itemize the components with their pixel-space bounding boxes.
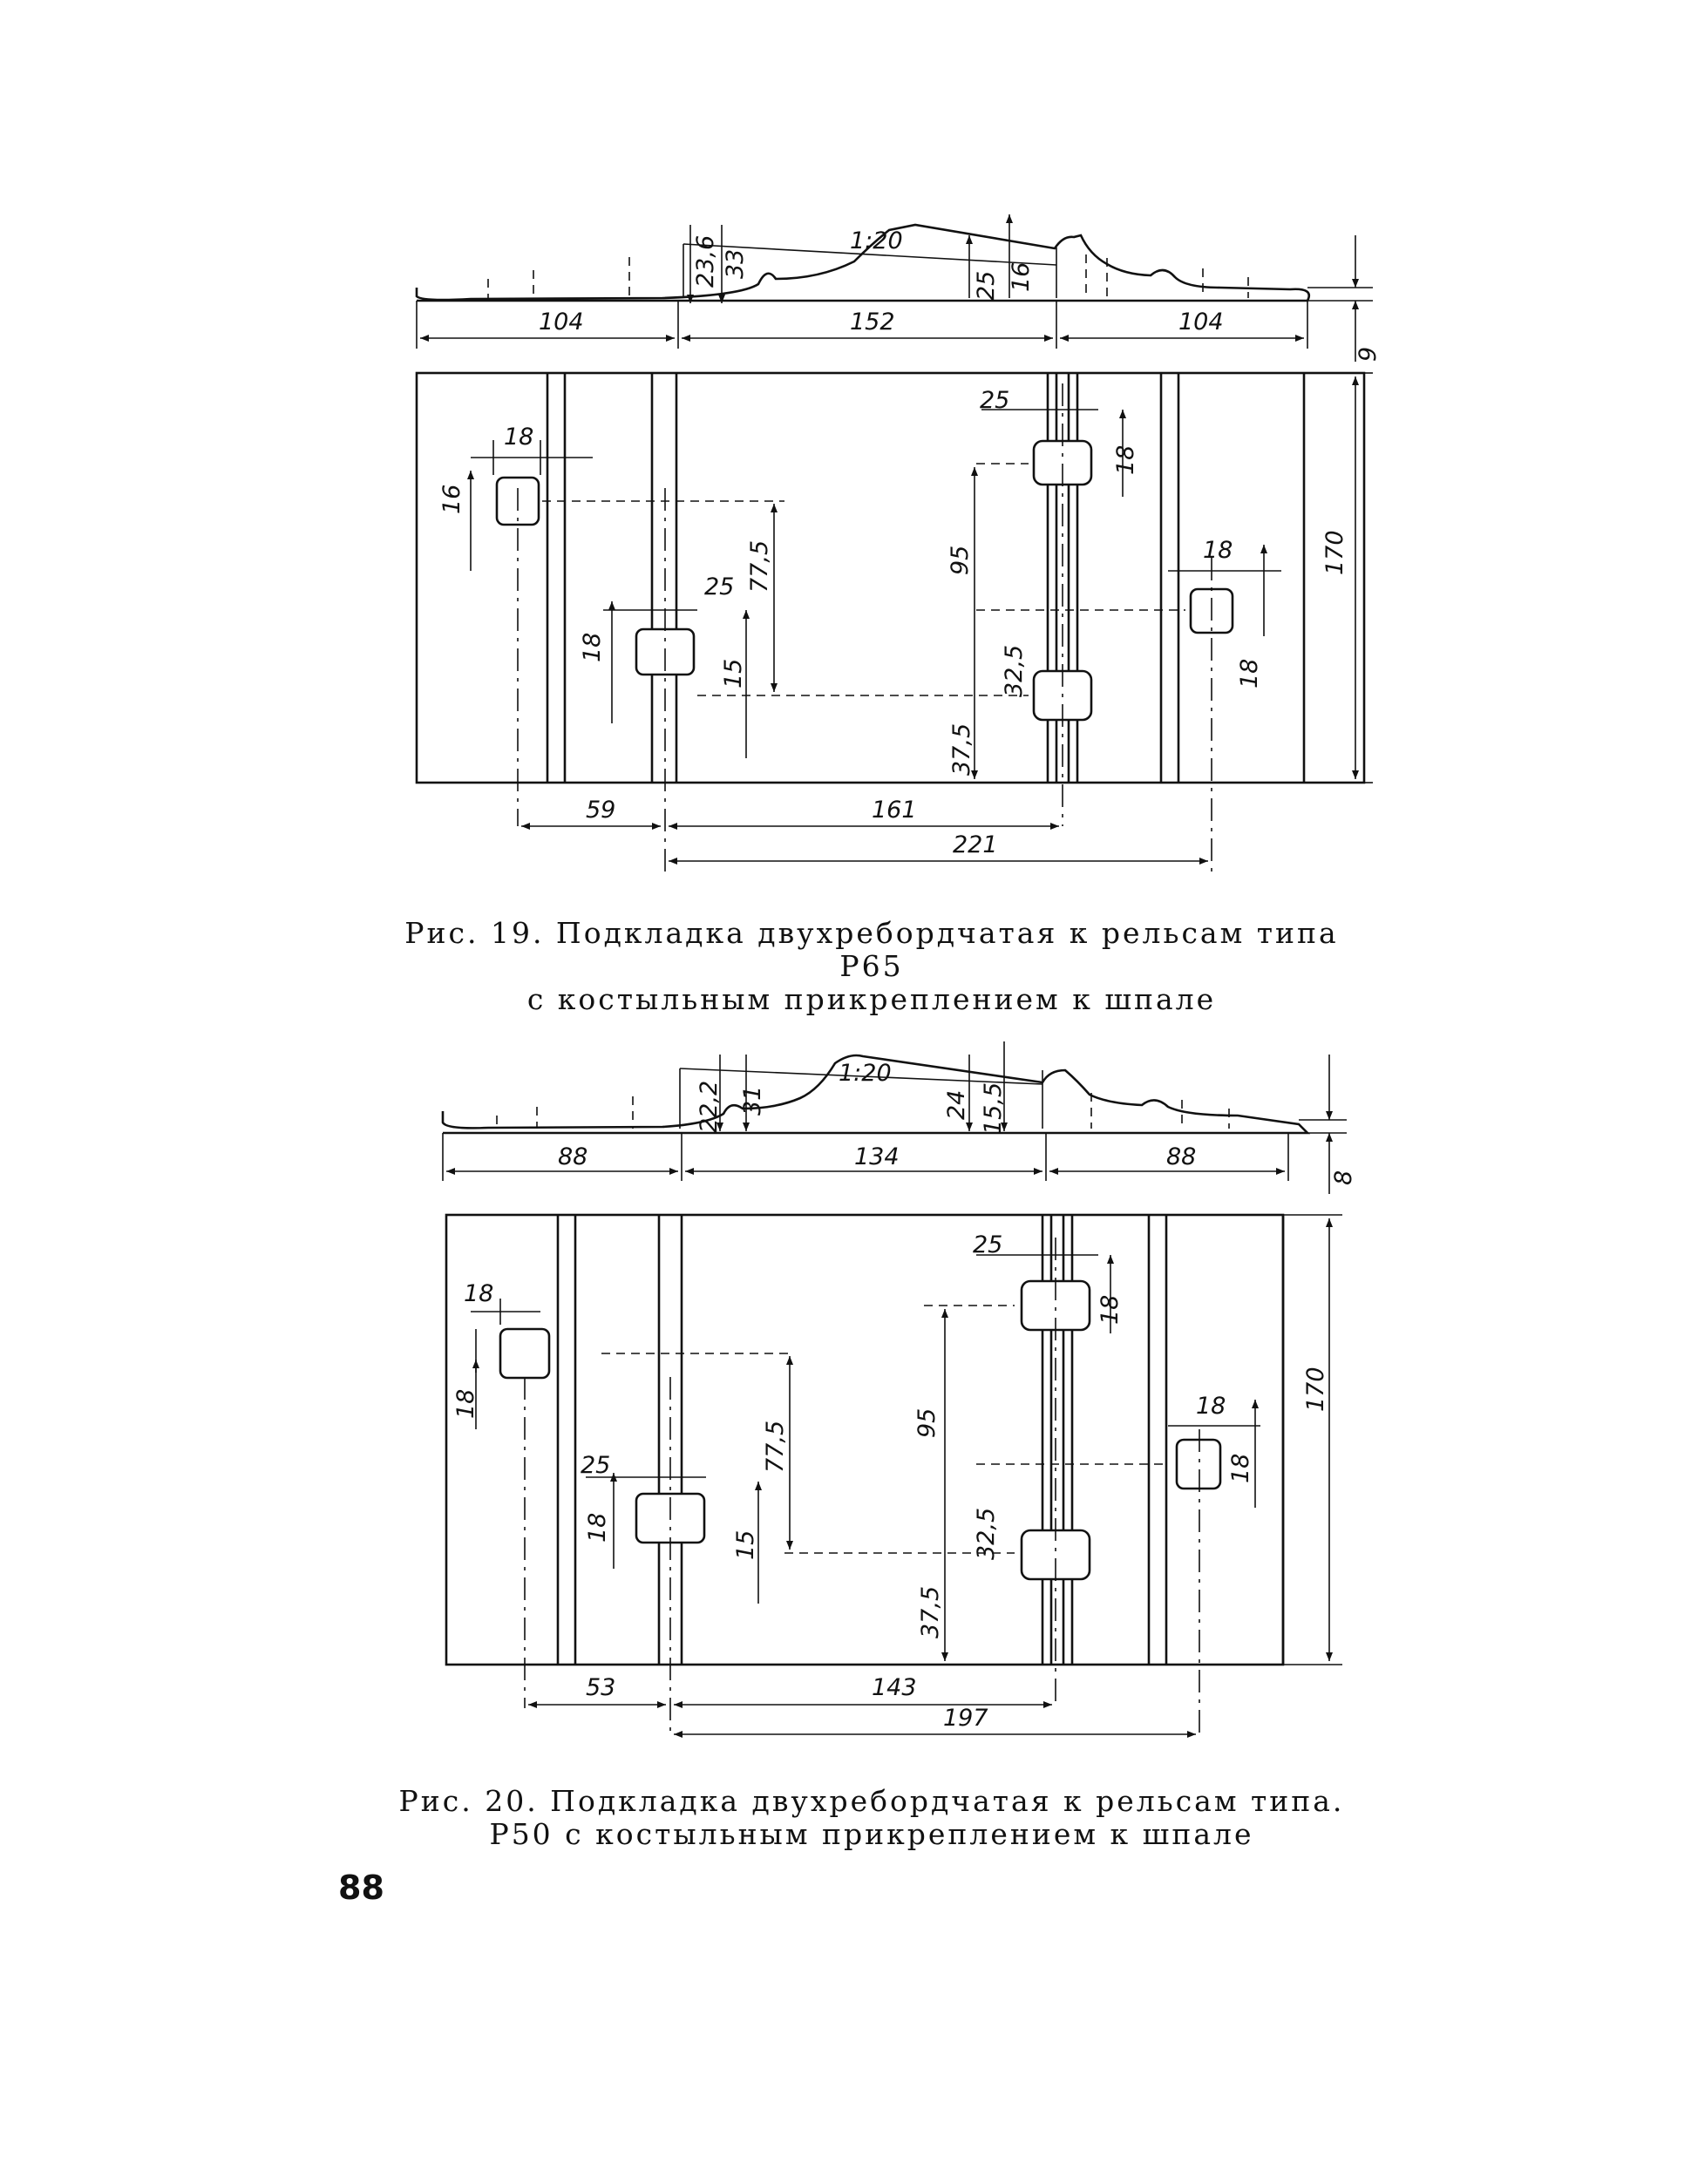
fig20-dim-31: 31: [739, 1086, 766, 1116]
fig20-slope-label: 1:20: [839, 1060, 892, 1087]
fig19-dim-18c: 18: [1112, 445, 1139, 475]
fig19-dim-236: 23,6: [692, 235, 719, 288]
fig20-dim-15: 15: [732, 1530, 759, 1560]
fig20-dim-18a: 18: [464, 1280, 493, 1307]
fig20-dim-53: 53: [586, 1674, 615, 1701]
fig20-dim-88a: 88: [558, 1143, 587, 1170]
figure-19-caption-line1: Рис. 19. Подкладка двухребордчатая к рел…: [404, 916, 1339, 983]
fig19-dim-18e: 18: [1236, 659, 1263, 688]
fig19-dim-25b: 25: [980, 387, 1009, 414]
fig19-dim-325: 32,5: [1001, 645, 1028, 697]
figure-19-caption: Рис. 19. Подкладка двухребордчатая к рел…: [375, 917, 1368, 1016]
fig20-dim-25a: 25: [581, 1452, 610, 1479]
fig20-dim-8: 8: [1330, 1170, 1357, 1185]
fig19-dim-9: 9: [1355, 347, 1382, 362]
fig19-dim-16v: 16: [1008, 262, 1035, 292]
fig20-dim-197: 197: [943, 1705, 988, 1732]
figure-19-drawing: 1:20 23,6 33 25 16 104 152 104 9: [415, 214, 1382, 872]
fig19-dim-170: 170: [1321, 530, 1348, 575]
fig19-side-profile: [415, 223, 1311, 302]
fig19-dim-25v: 25: [973, 271, 1000, 301]
fig19-dim-18a: 18: [504, 424, 533, 451]
fig20-plan-view: [445, 1213, 1285, 1736]
fig19-dim-95: 95: [947, 546, 974, 575]
fig20-dim-88b: 88: [1166, 1143, 1196, 1170]
fig19-dim-161: 161: [872, 797, 917, 824]
figure-20-caption-line1: Рис. 20. Подкладка двухребордчатая к рел…: [398, 1784, 1345, 1818]
fig20-dim-170: 170: [1302, 1367, 1329, 1412]
fig19-dim-775: 77,5: [746, 540, 773, 593]
fig19-dim-221: 221: [953, 831, 998, 858]
fig19-dim-25a: 25: [704, 573, 734, 600]
fig19-dim-16: 16: [438, 485, 465, 514]
fig19-slope-label: 1:20: [850, 227, 903, 254]
fig19-dim-18d: 18: [1203, 537, 1233, 564]
fig20-dim-134: 134: [854, 1143, 900, 1170]
fig20-dim-155: 15,5: [980, 1082, 1007, 1135]
fig20-dim-25b: 25: [973, 1231, 1002, 1258]
figure-20-caption: Рис. 20. Подкладка двухребордчатая к рел…: [375, 1785, 1368, 1851]
fig20-dim-18b: 18: [452, 1389, 479, 1419]
fig20-dim-95: 95: [913, 1408, 941, 1438]
fig19-dim-152: 152: [850, 309, 895, 336]
fig20-dim-18f: 18: [1227, 1454, 1254, 1483]
fig19-dim-104a: 104: [539, 309, 584, 336]
fig19-dim-18b: 18: [579, 633, 606, 662]
fig20-dim-24: 24: [943, 1090, 970, 1120]
fig20-dim-18c: 18: [584, 1513, 611, 1543]
fig20-dim-143: 143: [872, 1674, 917, 1701]
fig20-dim-18e: 18: [1196, 1393, 1226, 1420]
page-number: 88: [338, 1869, 384, 1907]
fig20-dim-375: 37,5: [917, 1586, 944, 1638]
fig20-side-profile: [441, 1054, 1311, 1135]
fig20-dim-775: 77,5: [762, 1421, 789, 1473]
figure-20-drawing: 1:20 22,2 31 24 15,5 88 134 88 8: [441, 1041, 1357, 1738]
figure-20-caption-line2: Р50 с костыльным прикреплением к шпале: [489, 1817, 1254, 1851]
fig20-dim-222: 22,2: [696, 1081, 723, 1133]
figure-19-caption-line2: с костыльным прикреплением к шпале: [526, 982, 1217, 1016]
fig19-dim-33: 33: [722, 249, 749, 279]
fig19-dim-59: 59: [586, 797, 615, 824]
fig19-plan-view: [415, 371, 1366, 872]
fig19-dim-375: 37,5: [948, 723, 975, 776]
fig20-dim-18d: 18: [1097, 1295, 1124, 1325]
fig19-dim-15: 15: [720, 659, 747, 688]
fig20-dim-325: 32,5: [973, 1508, 1000, 1560]
fig19-dim-104b: 104: [1178, 309, 1224, 336]
